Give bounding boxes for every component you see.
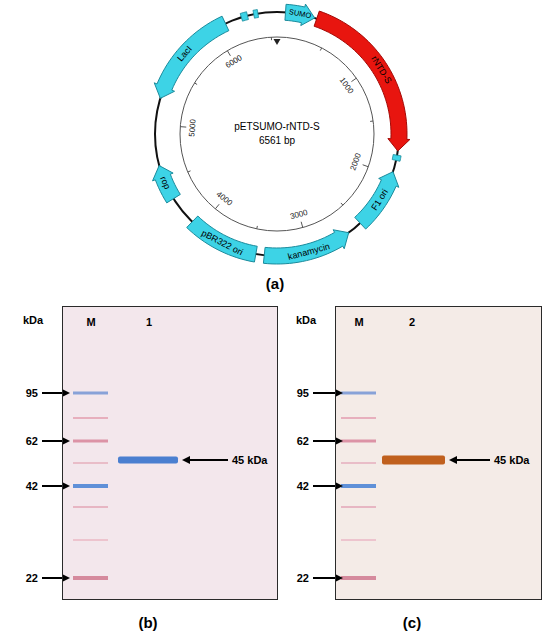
scale-tick [351,78,356,81]
marker-arrowhead [62,482,70,490]
scale-number: 2000 [349,153,363,172]
band-arrowhead [182,456,190,464]
ladder-band [341,462,376,464]
scale-tick [363,165,369,167]
feature-arrow [263,230,348,264]
marker-size: 95 [297,388,309,399]
marker-size: 42 [26,481,38,492]
marker-size: 62 [26,436,38,447]
ladder-band [73,417,108,419]
gel-background [335,306,542,600]
panel-letter: (b) [138,615,157,630]
marker-arrowhead [335,389,343,397]
ladder-band [73,484,108,488]
feature-arrow [187,216,258,262]
ladder-band [341,440,376,443]
marker-size: 95 [26,388,38,399]
scale-number: 6000 [224,54,243,70]
marker-arrowhead [62,437,70,445]
marker-arrow [42,440,63,442]
scale-tick [370,121,373,122]
marker-arrow [42,392,63,394]
origin-marker [274,39,281,45]
ladder-band [73,440,108,443]
lane-label: 1 [146,317,152,328]
scale-tick [215,204,219,209]
feature-arrow [355,172,399,229]
scale-tick [195,83,198,85]
ladder-band [341,484,376,488]
marker-arrow [42,577,63,579]
scale-tick [256,226,258,229]
band-arrowhead [449,456,457,464]
lane-label: 2 [409,317,415,328]
ladder-band [73,392,108,395]
scale-tick [227,51,230,56]
band-size: 45 kDa [494,455,529,466]
marker-arrow [313,392,336,394]
marker-arrowhead [335,482,343,490]
feature-arrow [314,11,410,151]
marker-arrowhead [335,574,343,582]
lane-label: M [354,317,363,328]
gel-panel: M1 [62,306,278,600]
scale-tick [271,37,272,40]
ladder-band [341,506,376,508]
feature-arrow [285,4,315,25]
scale-tick [341,203,343,205]
ladder-band [341,576,376,580]
scale-number: 1000 [337,76,354,95]
scale-number: 3000 [290,209,309,221]
band-arrow [189,459,228,461]
marker-arrow [313,485,336,487]
marker-arrowhead [62,574,70,582]
ladder-band [73,506,108,508]
marker-size: 22 [26,573,38,584]
scale-tick [301,222,303,228]
gel-panel: M2 [335,306,542,600]
plasmid-name: pETSUMO-rNTD-S [234,122,320,132]
scale-tick [188,171,191,172]
marker-arrowhead [335,437,343,445]
axis-unit: kDa [23,315,43,326]
protein-band [118,457,178,464]
protein-band [382,456,445,465]
panel-letter: (a) [266,276,284,291]
marker-size: 42 [297,481,309,492]
band-arrow [456,459,490,461]
marker-size: 22 [297,573,309,584]
scale-number: 4000 [214,190,233,207]
small-feature [392,154,401,161]
gel-background [62,306,278,600]
ladder-band [73,539,108,541]
ladder-band [73,576,108,580]
ladder-band [341,417,376,419]
scale-circle [180,37,374,231]
feature-arrow [154,16,229,98]
ladder-band [73,462,108,464]
feature-arrow [153,166,181,203]
small-feature [253,10,259,19]
scale-tick [180,126,186,127]
scale-number: 5000 [189,118,198,136]
scale-tick [320,48,321,51]
axis-unit: kDa [296,315,316,326]
plasmid-size: 6561 bp [259,136,295,146]
ladder-band [341,539,376,541]
ladder-band [341,392,376,395]
panel-letter: (c) [403,615,421,630]
marker-arrowhead [62,389,70,397]
small-feature [240,12,248,21]
marker-arrow [42,485,63,487]
marker-arrow [313,440,336,442]
marker-arrow [313,577,336,579]
band-size: 45 kDa [232,455,267,466]
lane-label: M [86,317,95,328]
marker-size: 62 [297,436,309,447]
